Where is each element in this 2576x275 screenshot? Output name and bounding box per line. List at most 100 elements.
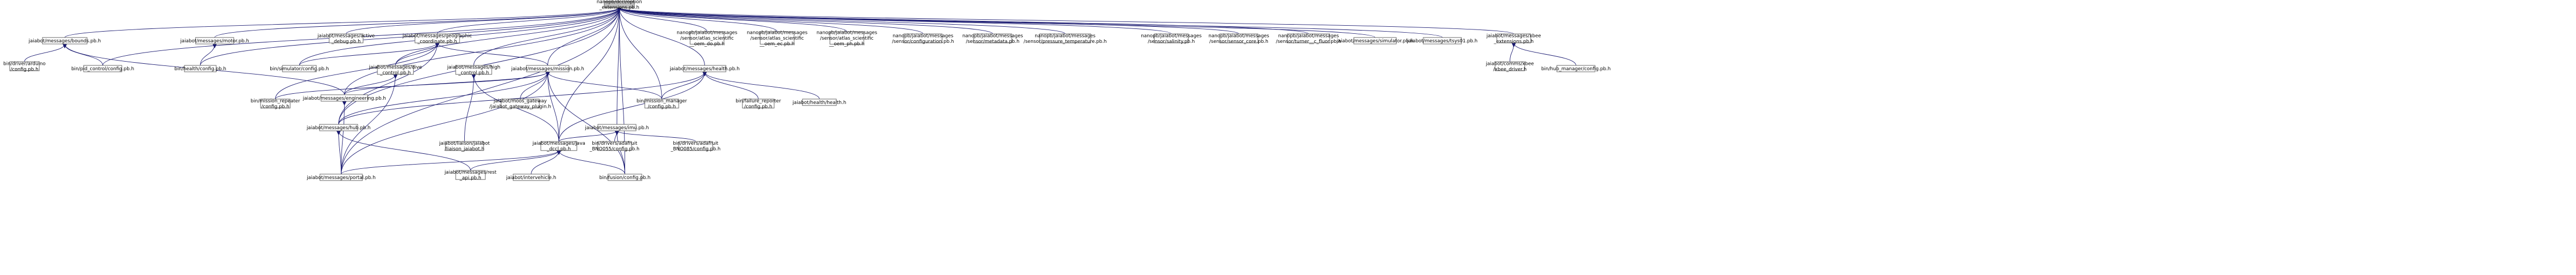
file-node-salinity[interactable]: nanopb/jaiabot/messages/sensor/salinity.… bbox=[1141, 33, 1202, 44]
node-label-line: nanopb/jaiabot/messages bbox=[1208, 33, 1270, 39]
file-node-sensor-core[interactable]: nanopb/jaiabot/messages/sensor/sensor_co… bbox=[1208, 33, 1270, 44]
file-node-failure-cfg[interactable]: bin/failure_reporter/config.pb.h bbox=[736, 99, 781, 110]
file-node-tsys01[interactable]: jaiabot/messages/tsys01.pb.h bbox=[1407, 37, 1478, 44]
edge-mission-to-engineering bbox=[344, 71, 550, 95]
file-node-oem-ec[interactable]: nanopb/jaiabot/messages/sensor/atlas_sci… bbox=[747, 30, 808, 47]
edge-root-to-oem_ec bbox=[617, 8, 778, 32]
node-box bbox=[1353, 37, 1397, 44]
node-label-line: jaiabot/messages/engineering.pb.h bbox=[302, 96, 386, 101]
file-node-hub-mgr-cfg[interactable]: bin/hub_manager/config.pb.h bbox=[1541, 65, 1610, 72]
file-node-xbee-driver[interactable]: jaiabot/comms/xbee/xbee_driver.h bbox=[1486, 61, 1534, 72]
file-node-active-debug[interactable]: jaiabot/messages/active_debug.pb.h bbox=[317, 33, 375, 44]
file-node-health-cfg[interactable]: bin/health/config.pb.h bbox=[174, 65, 226, 72]
file-node-health[interactable]: jaiabot/messages/health.pb.h bbox=[669, 65, 740, 72]
edge-health-to-hub bbox=[338, 71, 707, 125]
edge-hub-to-portal bbox=[336, 130, 342, 174]
node-box bbox=[540, 141, 577, 151]
node-box bbox=[9, 61, 40, 71]
node-box bbox=[526, 65, 569, 72]
file-node-health-h[interactable]: jaiabot/health/health.h bbox=[792, 99, 846, 106]
node-label-line: bin/driver/arduino bbox=[3, 61, 46, 66]
edge-root-to-simulator bbox=[617, 8, 1376, 38]
file-node-pressure[interactable]: nanopb/jaiabot/messages/sensor/pressure_… bbox=[1023, 33, 1107, 44]
edge-root-to-dive bbox=[395, 8, 622, 66]
file-node-sensor-meta[interactable]: nanopb/jaiabot/messages/sensor/metadata.… bbox=[962, 33, 1023, 44]
file-node-liaison[interactable]: jaiabot/liaison/jaiabot/liaison_jaiabot.… bbox=[439, 141, 490, 152]
node-label-line: jaiabot/messages/hub.pb.h bbox=[306, 125, 370, 131]
file-node-dive[interactable]: jaiabot/messages/dive_control.pb.h bbox=[368, 65, 422, 76]
file-node-imu[interactable]: jaiabot/messages/imu.pb.h bbox=[584, 124, 649, 131]
edge-health-to-mm_cfg bbox=[661, 71, 707, 99]
edge-root-to-portal bbox=[340, 8, 622, 174]
node-label-line: _control.pb.h bbox=[380, 71, 411, 76]
node-box bbox=[377, 65, 414, 75]
file-node-geographic[interactable]: jaiabot/messages/geographic_coordinate.p… bbox=[402, 33, 472, 44]
node-box bbox=[260, 99, 291, 109]
file-node-engineering[interactable]: jaiabot/messages/engineering.pb.h bbox=[302, 94, 386, 102]
file-node-adafruit2[interactable]: bin/drivers/adafruit_BNO085/config.pb.h bbox=[670, 141, 721, 152]
node-box bbox=[455, 170, 486, 180]
file-node-sensor-config[interactable]: nanopb/jaiabot/messages/sensor/configura… bbox=[892, 33, 954, 44]
node-label-line: jaiabot/messages/xbee bbox=[1486, 33, 1541, 39]
node-box bbox=[689, 31, 724, 44]
file-node-xbee[interactable]: jaiabot/messages/xbee_extensions.pb.h bbox=[1486, 33, 1541, 44]
file-node-oem-ph[interactable]: nanopb/jaiabot/messages/sensor/atlas_sci… bbox=[816, 30, 878, 47]
node-label-line: jaiabot/messages/imu.pb.h bbox=[584, 125, 649, 131]
node-label-line: _extensions.pb.h bbox=[1493, 39, 1533, 44]
file-node-intervehicle[interactable]: jaiabot/intervehicle.h bbox=[506, 174, 556, 181]
file-node-high-control[interactable]: jaiabot/messages/high_control.pb.h bbox=[447, 65, 500, 76]
edge-root-to-high_control bbox=[473, 8, 622, 66]
file-node-pid-cfg[interactable]: bin/pid_control/config.pb.h bbox=[71, 65, 134, 72]
node-label-line: __oem_ph.pb.h bbox=[829, 41, 865, 47]
file-node-rest-api[interactable]: jaiabot/messages/rest_api.pb.h bbox=[444, 170, 497, 181]
node-label-line: _coordinate.pb.h bbox=[417, 39, 457, 44]
file-node-mr-cfg[interactable]: bin/mission_repeater/config.pb.h bbox=[250, 99, 300, 110]
dependency-edges bbox=[24, 8, 1577, 175]
edge-java_dccl-to-fusion_cfg bbox=[556, 150, 626, 174]
node-label-line: /sensor/salinity.pb.h bbox=[1148, 39, 1195, 44]
node-box bbox=[513, 174, 550, 181]
node-box bbox=[760, 31, 795, 44]
node-label-line: jaiabot/health/health.h bbox=[792, 100, 846, 106]
node-box bbox=[678, 141, 713, 151]
node-label-line: bin/fusion/config.pb.h bbox=[599, 175, 650, 181]
node-label-line: jaiabot/intervehicle.h bbox=[506, 175, 556, 181]
node-label-line: nanopb/jaiabot/messages bbox=[1278, 33, 1339, 39]
file-node-simulator[interactable]: jaiabot/messages/simulator.pb.h bbox=[1336, 37, 1413, 44]
file-node-oem-do[interactable]: nanopb/jaiabot/messages/sensor/atlas_sci… bbox=[677, 30, 738, 47]
file-node-turner[interactable]: nanopb/jaiabot/messages/sensor/turner__c… bbox=[1276, 33, 1341, 44]
node-label-line: /sensor/atlas_scientific bbox=[820, 36, 874, 41]
edge-mission-to-java_dccl bbox=[545, 71, 559, 142]
edge-java_dccl-to-portal bbox=[340, 150, 561, 175]
node-box bbox=[320, 174, 363, 181]
node-box bbox=[195, 37, 234, 44]
file-node-sim-cfg[interactable]: bin/simulator/config.pb.h bbox=[270, 65, 329, 72]
file-node-arduino-cfg[interactable]: bin/driver/arduino/config.pb.h bbox=[3, 61, 46, 72]
file-node-moos-plugin[interactable]: jaiabot/moos_gateway/jaiabot_gateway_plu… bbox=[489, 99, 551, 110]
edge-root-to-pressure bbox=[617, 8, 1066, 34]
file-node-java-dccl[interactable]: jaiabot/messages/java_dccl.pb.h bbox=[532, 141, 585, 152]
edge-root-to-active_debug bbox=[346, 8, 622, 34]
file-nodes: nanopb/dccl/option_extensions.pb.hjaiabo… bbox=[3, 0, 1610, 181]
file-node-portal[interactable]: jaiabot/messages/portal.pb.h bbox=[306, 174, 376, 181]
edge-mission-to-mr_cfg bbox=[275, 71, 550, 100]
node-label-line: _BNO055/config.pb.h bbox=[589, 147, 640, 152]
node-label-line: jaiabot/messages/active bbox=[317, 33, 375, 39]
edge-bounds-to-pid_cfg bbox=[62, 43, 103, 66]
root-node-root: nanopb/dccl/option_extensions.pb.h bbox=[597, 0, 642, 11]
file-node-mm-cfg[interactable]: bin/mission_manager/config.pb.h bbox=[636, 99, 687, 110]
file-node-fusion-cfg[interactable]: bin/fusion/config.pb.h bbox=[599, 174, 650, 181]
node-label-line: bin/drivers/adafruit bbox=[592, 141, 637, 146]
node-label-line: bin/pid_control/config.pb.h bbox=[71, 66, 134, 72]
node-box bbox=[644, 99, 679, 109]
file-node-mission[interactable]: jaiabot/messages/mission.pb.h bbox=[511, 65, 584, 72]
node-label-line: /sensor/pressure_temperature.pb.h bbox=[1023, 39, 1107, 44]
file-node-hub[interactable]: jaiabot/messages/hub.pb.h bbox=[306, 124, 370, 131]
file-node-bounds[interactable]: jaiabot/messages/bounds.pb.h bbox=[28, 37, 101, 44]
file-node-adafruit1[interactable]: bin/drivers/adafruit_BNO055/config.pb.h bbox=[589, 141, 640, 152]
node-label-line: _BNO085/config.pb.h bbox=[670, 147, 721, 152]
node-label-line: jaiabot/messages/dive bbox=[368, 65, 422, 70]
node-label-line: bin/mission_repeater bbox=[250, 99, 300, 104]
edge-geographic-to-sim_cfg bbox=[299, 42, 440, 66]
file-node-motor[interactable]: jaiabot/messages/motor.pb.h bbox=[180, 37, 249, 44]
